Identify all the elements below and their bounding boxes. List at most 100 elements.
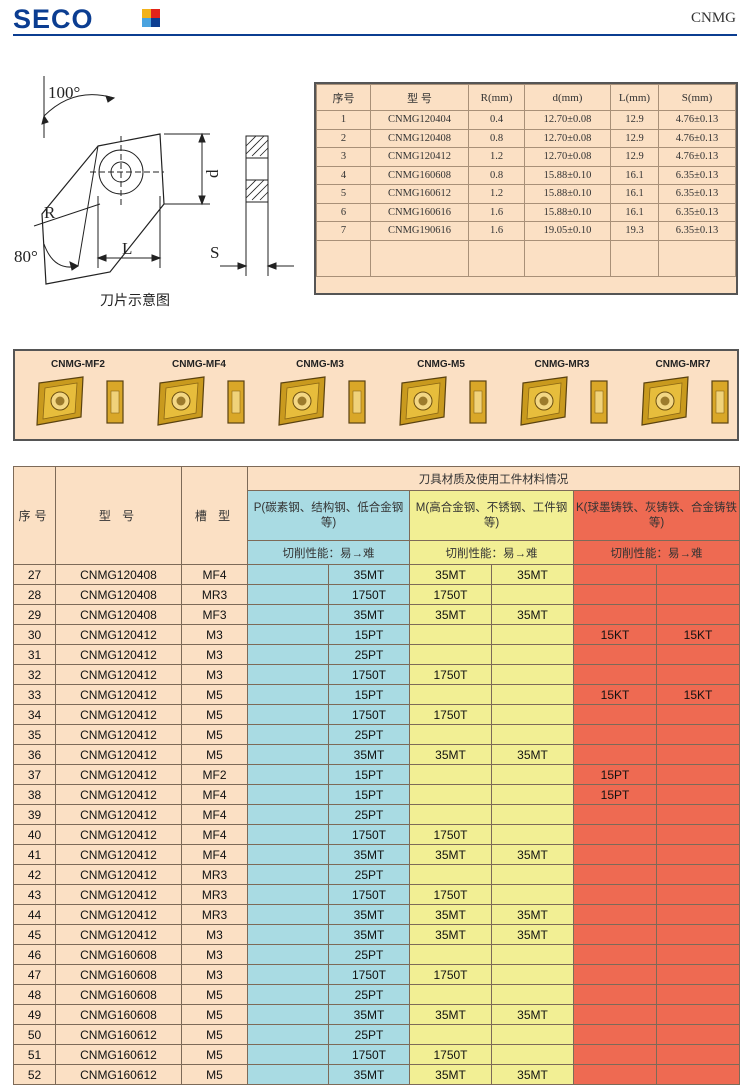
mat-cell-m2: 35MT (491, 564, 574, 585)
mat-cell-k2 (655, 944, 741, 965)
mat-cell-m1: 35MT (409, 844, 492, 865)
mat-cell-groove: M3 (181, 964, 248, 985)
insert-drawing: 100° 80° R L d S (14, 76, 294, 285)
spec-cell: 15.88±0.10 (524, 202, 611, 222)
mat-cell-m1 (409, 984, 492, 1005)
mat-cell-k1 (573, 924, 657, 945)
mat-cell-seq: 48 (13, 984, 56, 1005)
mat-cell-groove: MF3 (181, 604, 248, 625)
mat-cell-k2 (655, 1044, 741, 1065)
mat-cell-k1 (573, 1004, 657, 1025)
mat-cell-k2 (655, 904, 741, 925)
diameter-label: d (203, 169, 222, 178)
mat-cell-k2 (655, 584, 741, 605)
mat-table-title: 刀具材质及使用工件材料情况 (246, 466, 741, 491)
mat-cell-k1: 15PT (573, 784, 657, 805)
mat-cell-k1 (573, 864, 657, 885)
spec-cell: 12.70±0.08 (524, 128, 611, 148)
mat-cell-m1 (409, 784, 492, 805)
mat-cell-seq: 32 (13, 664, 56, 685)
mat-cell-m2 (491, 684, 574, 705)
mat-cell-k2 (655, 764, 741, 785)
mat-cell-m2 (491, 624, 574, 645)
mat-cell-seq: 38 (13, 784, 56, 805)
mat-cell-model: CNMG120408 (55, 564, 182, 585)
spec-cell: 15.88±0.10 (524, 184, 611, 204)
mat-cell-p2: 35MT (328, 844, 410, 865)
mat-cell-groove: MR3 (181, 884, 248, 905)
mat-cell-k2 (655, 984, 741, 1005)
mat-cell-p1 (247, 764, 329, 785)
document-code: CNMG (690, 10, 736, 26)
mat-cell-p1 (247, 884, 329, 905)
mat-cell-m2 (491, 984, 574, 1005)
mat-cell-groove: M3 (181, 924, 248, 945)
mat-cell-p1 (247, 664, 329, 685)
mat-cell-groove: M5 (181, 704, 248, 725)
mat-cell-model: CNMG160608 (55, 1004, 182, 1025)
mat-cell-m2 (491, 944, 574, 965)
mat-cell-p2: 25PT (328, 944, 410, 965)
mat-cell-k1 (573, 564, 657, 585)
insert-label: CNMG-MR7 (655, 359, 711, 370)
mat-cell-k2 (655, 784, 741, 805)
mat-cut-p: 切削性能：易→难 (247, 540, 410, 565)
mat-cell-seq: 49 (13, 1004, 56, 1025)
mat-cell-p2: 25PT (328, 864, 410, 885)
mat-cell-k2 (655, 1004, 741, 1025)
mat-cell-p2: 1750T (328, 704, 410, 725)
mat-cell-m2: 35MT (491, 1004, 574, 1025)
mat-cell-p1 (247, 1024, 329, 1045)
mat-cell-m1: 1750T (409, 664, 492, 685)
mat-cell-seq: 46 (13, 944, 56, 965)
mat-cell-m2 (491, 964, 574, 985)
mat-cell-p2: 35MT (328, 604, 410, 625)
mat-cell-groove: M3 (181, 624, 248, 645)
mat-cell-k1 (573, 804, 657, 825)
mat-cell-p2: 35MT (328, 564, 410, 585)
mat-cell-m1: 35MT (409, 904, 492, 925)
mat-cell-p1 (247, 784, 329, 805)
spec-cell: 19.05±0.10 (524, 221, 611, 241)
thickness-label: S (210, 243, 219, 262)
mat-cell-model: CNMG120412 (55, 684, 182, 705)
mat-cell-seq: 36 (13, 744, 56, 765)
mat-cell-groove: MF4 (181, 784, 248, 805)
mat-cell-k1 (573, 964, 657, 985)
mat-cell-model: CNMG120412 (55, 624, 182, 645)
mat-cell-p2: 25PT (328, 644, 410, 665)
mat-cell-m2: 35MT (491, 744, 574, 765)
mat-cell-seq: 29 (13, 604, 56, 625)
mat-cell-p2: 1750T (328, 884, 410, 905)
mat-cell-m1: 35MT (409, 604, 492, 625)
spec-empty-cell (316, 239, 371, 277)
mat-cell-m2: 35MT (491, 924, 574, 945)
mat-cell-k2 (655, 604, 741, 625)
mat-cell-m1: 1750T (409, 584, 492, 605)
spec-cell: 0.4 (468, 110, 525, 130)
spec-cell: 6.35±0.13 (658, 202, 736, 222)
mat-cell-k1 (573, 984, 657, 1005)
mat-cell-m1: 35MT (409, 564, 492, 585)
insert-cnmg-mf4: CNMG-MF4 (144, 351, 264, 439)
mat-cell-k1: 15KT (573, 684, 657, 705)
mat-cell-k1 (573, 844, 657, 865)
mat-cell-model: CNMG120408 (55, 584, 182, 605)
mat-cell-seq: 28 (13, 584, 56, 605)
mat-cell-model: CNMG120412 (55, 824, 182, 845)
mat-cell-k1 (573, 1024, 657, 1045)
brand-logo: SECO (13, 4, 94, 34)
mat-cell-k1 (573, 1064, 657, 1085)
spec-cell: 4.76±0.13 (658, 147, 736, 167)
mat-cell-k2 (655, 844, 741, 865)
spec-cell: 0.8 (468, 128, 525, 148)
